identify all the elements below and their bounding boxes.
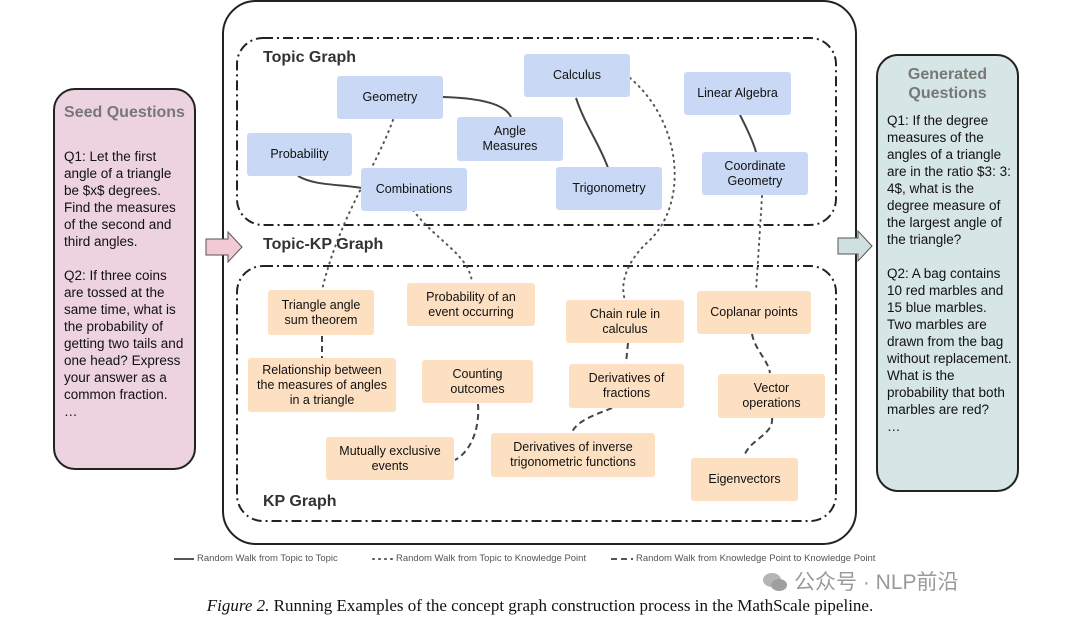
topic-graph-label: Topic Graph xyxy=(263,49,357,66)
input-arrow xyxy=(205,230,243,264)
edge-calculus-trig xyxy=(575,97,609,169)
topic-node-calculus: Calculus xyxy=(524,54,630,97)
watermark-text: 公众号 · NLP前沿 xyxy=(794,571,959,594)
kp-node-derivatives-inverse-trig: Derivatives of inverse trigonometric fun… xyxy=(491,433,655,477)
figure-caption: Figure 2. Running Examples of the concep… xyxy=(0,596,1080,616)
concept-graph-frame xyxy=(222,0,857,545)
edge-probability-combinations xyxy=(297,175,363,189)
edge-derivatives-inverse-trig xyxy=(571,407,613,433)
generated-questions-body: Q1: If the degree measures of the angles… xyxy=(887,113,1012,434)
kp-node-coplanar-points: Coplanar points xyxy=(697,291,811,334)
kp-node-mutually-exclusive: Mutually exclusive events xyxy=(326,437,454,480)
topic-node-linear-algebra: Linear Algebra xyxy=(684,72,791,115)
seed-questions-panel: Seed Questions Q1: Let the first angle o… xyxy=(53,88,196,470)
edge-geometry-triangle-sum xyxy=(321,119,394,291)
topic-node-angle-measures: Angle Measures xyxy=(457,117,563,161)
wechat-icon xyxy=(763,573,787,591)
kp-node-triangle-angle-sum: Triangle angle sum theorem xyxy=(268,290,374,335)
kp-graph-label: KP Graph xyxy=(263,493,337,510)
edge-linalg-coordgeom xyxy=(739,114,757,153)
edge-counting-mutually-exclusive xyxy=(454,403,480,461)
topic-kp-graph-label: Topic-KP Graph xyxy=(263,236,384,253)
topic-node-geometry: Geometry xyxy=(337,76,443,119)
kp-node-counting-outcomes: Counting outcomes xyxy=(422,360,533,403)
edge-chain-rule-derivatives xyxy=(625,342,629,364)
kp-graph-box xyxy=(236,265,837,522)
legend-kp-to-kp: Random Walk from Knowledge Point to Know… xyxy=(636,553,876,564)
kp-node-relationship-angles: Relationship between the measures of ang… xyxy=(248,358,396,412)
edge-vector-eigenvectors xyxy=(743,417,774,458)
kp-node-chain-rule: Chain rule in calculus xyxy=(566,300,684,343)
topic-node-coordinate-geometry: Coordinate Geometry xyxy=(702,152,808,195)
kp-node-eigenvectors: Eigenvectors xyxy=(691,458,798,501)
topic-node-probability: Probability xyxy=(247,133,352,176)
generated-questions-title: Generated Questions xyxy=(907,66,988,102)
seed-questions-title: Seed Questions xyxy=(64,104,185,121)
edge-combinations-probability-event xyxy=(412,209,473,284)
edge-coordgeom-coplanar xyxy=(755,195,763,292)
generated-questions-panel: Generated Questions Q1: If the degree me… xyxy=(876,54,1019,492)
topic-graph-box xyxy=(236,37,837,226)
kp-node-probability-event: Probability of an event occurring xyxy=(407,283,535,326)
kp-node-vector-operations: Vector operations xyxy=(718,374,825,418)
topic-node-combinations: Combinations xyxy=(361,168,467,211)
seed-questions-body: Q1: Let the first angle of a triangle be… xyxy=(64,149,184,419)
legend-topic-to-kp: Random Walk from Topic to Knowledge Poin… xyxy=(396,553,587,564)
legend-topic-to-topic: Random Walk from Topic to Topic xyxy=(197,553,338,564)
figure-caption-text: Running Examples of the concept graph co… xyxy=(273,596,874,615)
kp-node-derivatives-fractions: Derivatives of fractions xyxy=(569,364,684,408)
figure-label: Figure 2. xyxy=(206,596,270,615)
edge-coplanar-vector xyxy=(751,333,771,374)
edge-calculus-chain-rule xyxy=(622,77,676,301)
output-arrow xyxy=(837,229,873,263)
watermark: 公众号 · NLP前沿 xyxy=(762,566,959,596)
edge-geometry-angle xyxy=(442,96,512,118)
topic-node-trigonometry: Trigonometry xyxy=(556,167,662,210)
